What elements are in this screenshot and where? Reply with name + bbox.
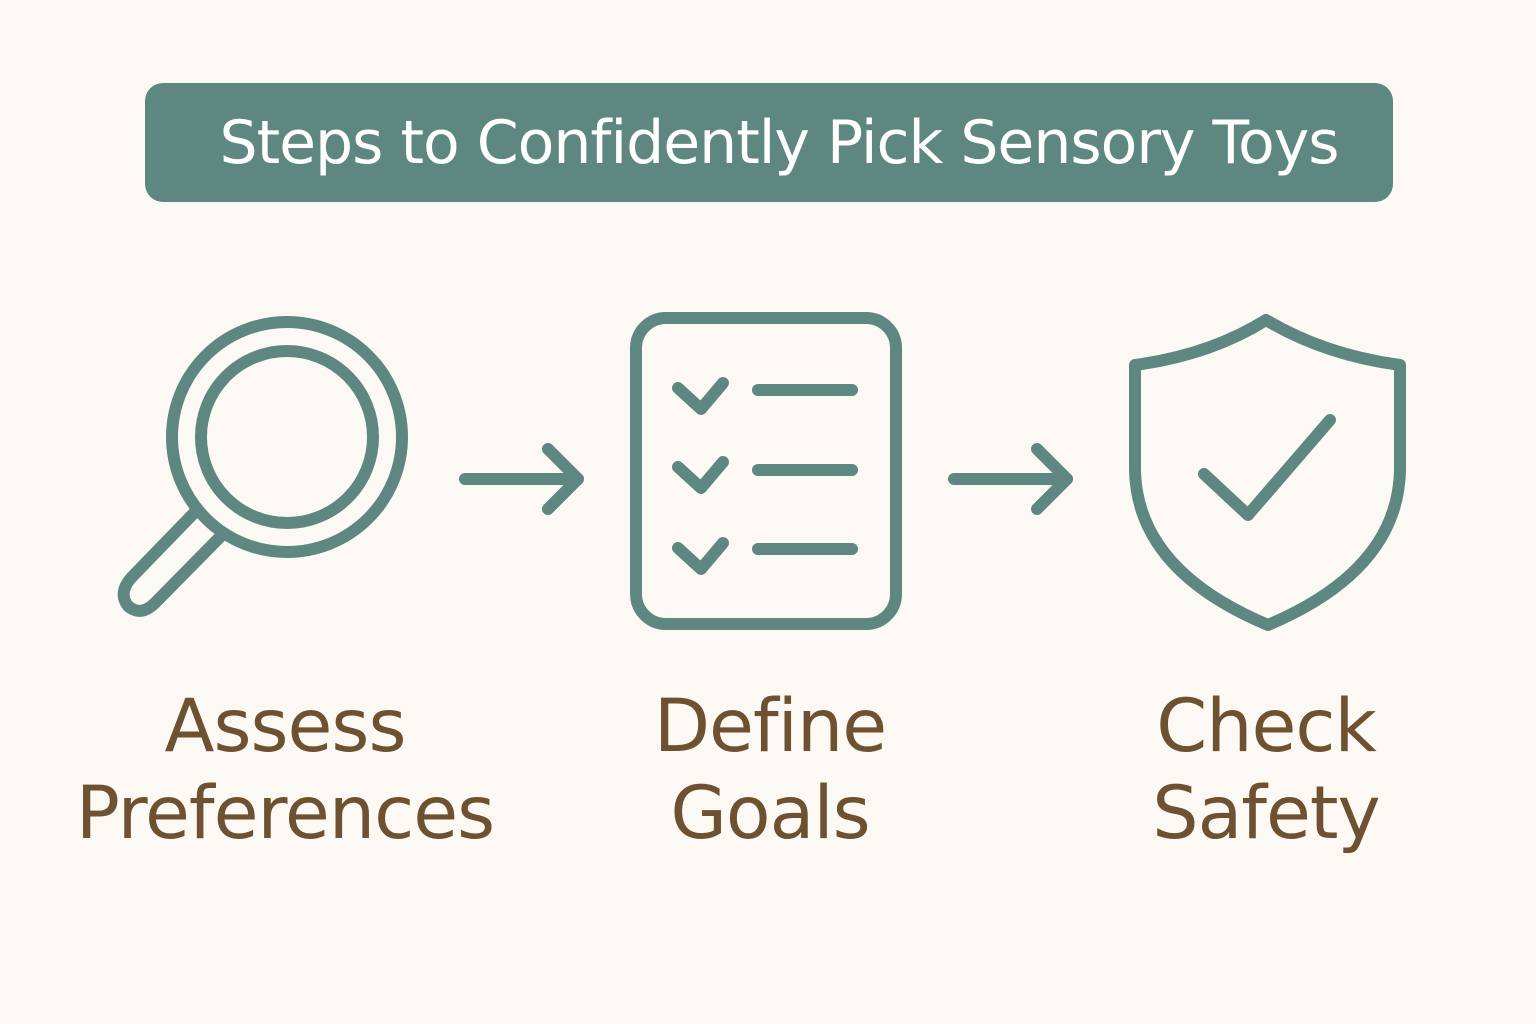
step-label-line: Goals	[670, 771, 870, 856]
step-label-line: Check	[1156, 684, 1377, 769]
checklist-icon	[630, 312, 902, 630]
step-label-line: Safety	[1152, 771, 1381, 856]
step-label-define-goals: Define Goals	[570, 683, 970, 857]
step-label-assess-preferences: Assess Preferences	[40, 683, 530, 857]
step-label-line: Define	[653, 684, 887, 769]
arrow-right-icon	[459, 443, 584, 515]
step-label-check-safety: Check Safety	[1066, 683, 1466, 857]
step-label-line: Assess	[164, 684, 407, 769]
page-title: Steps to Confidently Pick Sensory Toys	[219, 107, 1340, 178]
step-label-line: Preferences	[75, 771, 495, 856]
magnifying-glass-icon	[117, 316, 408, 617]
arrow-right-icon	[948, 443, 1073, 515]
title-banner: Steps to Confidently Pick Sensory Toys	[145, 83, 1393, 202]
shield-check-icon	[1129, 314, 1406, 631]
